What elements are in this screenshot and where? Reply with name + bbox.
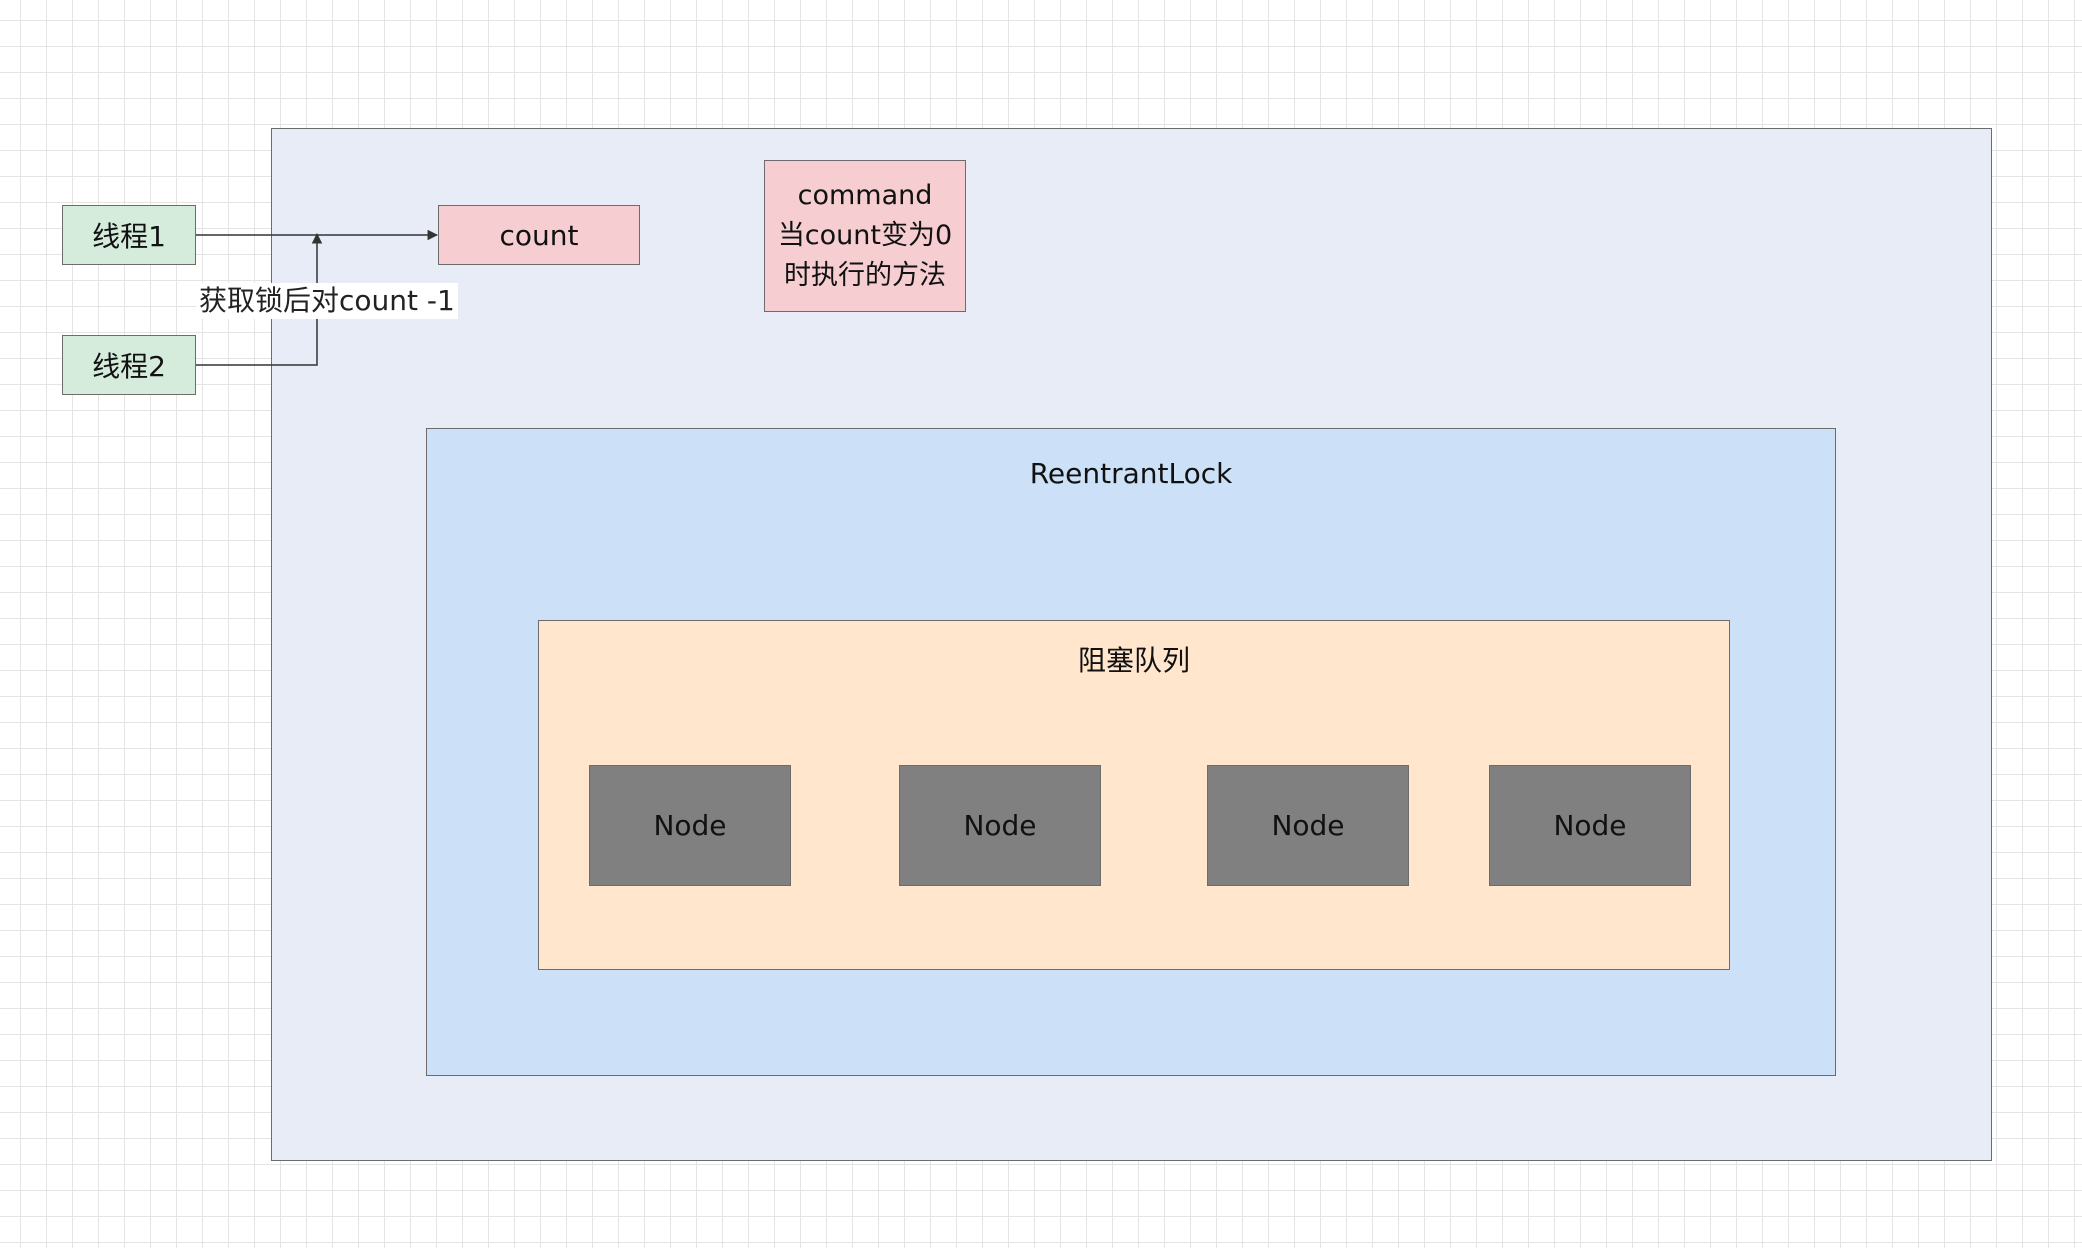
queue-node-4: Node: [1489, 765, 1691, 886]
queue-node-3: Node: [1207, 765, 1409, 886]
command-line-3: 时执行的方法: [784, 260, 946, 291]
queue-node-2: Node: [899, 765, 1101, 886]
blocking-queue-label: 阻塞队列: [1077, 644, 1190, 677]
edge-label: 获取锁后对count -1: [196, 283, 458, 319]
command-line-1: command: [797, 180, 933, 211]
queue-node-1: Node: [589, 765, 791, 886]
thread-2-box: 线程2: [62, 335, 196, 395]
reentrant-lock-label: ReentrantLock: [1029, 457, 1233, 490]
blocking-queue-container: 阻塞队列 Node Node Node Node: [538, 620, 1730, 970]
count-box: count: [438, 205, 640, 265]
command-box: command 当count变为0 时执行的方法: [764, 160, 966, 312]
thread-1-box: 线程1: [62, 205, 196, 265]
command-line-2: 当count变为0: [777, 220, 953, 251]
